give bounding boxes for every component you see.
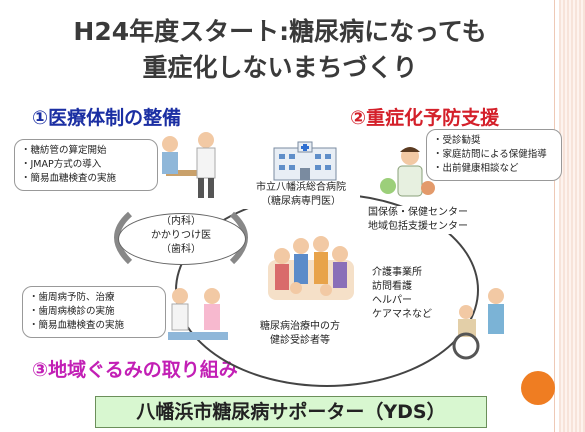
nurse-illustration <box>380 147 435 197</box>
care-providers-label: 介護事業所 訪問看護 ヘルパー ケアマネなど <box>372 266 450 322</box>
bullet: ・出前健康相談など <box>433 163 519 174</box>
dentist-illustration <box>168 288 228 340</box>
family-doctor-label: （内科） かかりつけ医 （歯科） <box>118 215 244 257</box>
slide-title-line2: 重症化しないまちづくり <box>142 53 418 82</box>
medical-bullets-box: ・糖紡管の算定開始 ・JMAP方式の導入 ・簡易血糖検査の実施 <box>14 139 158 191</box>
wheelchair-illustration <box>452 288 504 360</box>
support-center-line1: 国保係・保健センター <box>368 207 468 218</box>
decorative-stripe <box>559 0 585 432</box>
supporter-banner: 八幡浜市糖尿病サポーター（YDS） <box>95 396 487 428</box>
internal-medicine: （内科） <box>161 216 201 227</box>
hospital-icon <box>273 141 337 181</box>
bullet: ・JMAP方式の導入 <box>21 159 102 170</box>
bullet: ・家庭訪問による保健指導 <box>433 149 547 160</box>
bullet: ・受診勧奨 <box>433 135 481 146</box>
family-illustration <box>268 236 354 300</box>
care-line2: 訪問看護 <box>372 281 412 292</box>
patients-line1: 糖尿病治療中の方 <box>260 321 340 332</box>
family-doctor: かかりつけ医 <box>150 230 212 241</box>
hospital-label: 市立八幡浜総合病院 （糖尿病専門医） <box>242 181 360 209</box>
bullet: ・歯周病検診の実施 <box>29 306 115 317</box>
patients-label: 糖尿病治療中の方 健診受診者等 <box>230 320 370 348</box>
bullet: ・簡易血糖検査の実施 <box>21 173 117 184</box>
bullet: ・糖紡管の算定開始 <box>21 145 107 156</box>
slide-title-line1: H24年度スタート:糖尿病になっても <box>73 17 487 46</box>
decorative-circle <box>521 371 555 405</box>
care-line4: ケアマネなど <box>372 309 432 320</box>
bullet: ・簡易血糖検査の実施 <box>29 320 125 331</box>
care-line1: 介護事業所 <box>372 267 422 278</box>
section-heading-community: ③地域ぐるみの取り組み <box>32 359 238 381</box>
section-heading-medical: ①医療体制の整備 <box>32 107 182 129</box>
hospital-name: 市立八幡浜総合病院 <box>256 182 346 193</box>
hospital-note: （糖尿病専門医） <box>261 196 341 207</box>
patients-line2: 健診受診者等 <box>270 335 330 346</box>
bullet: ・歯周病予防、治療 <box>29 292 115 303</box>
family-doctor-oval <box>118 213 246 265</box>
support-center-line2: 地域包括支援センター <box>368 221 468 232</box>
community-bullets-box: ・歯周病予防、治療 ・歯周病検診の実施 ・簡易血糖検査の実施 <box>22 286 166 338</box>
doctor-patient-illustration <box>162 132 216 198</box>
support-center-label: 国保係・保健センター 地域包括支援センター <box>368 206 508 234</box>
section-heading-prevention: ②重症化予防支援 <box>350 107 500 129</box>
decorative-line <box>554 0 555 432</box>
care-line3: ヘルパー <box>372 295 412 306</box>
dentistry: （歯科） <box>161 244 201 255</box>
prevention-bullets-box: ・受診勧奨 ・家庭訪問による保健指導 ・出前健康相談など <box>426 129 562 181</box>
